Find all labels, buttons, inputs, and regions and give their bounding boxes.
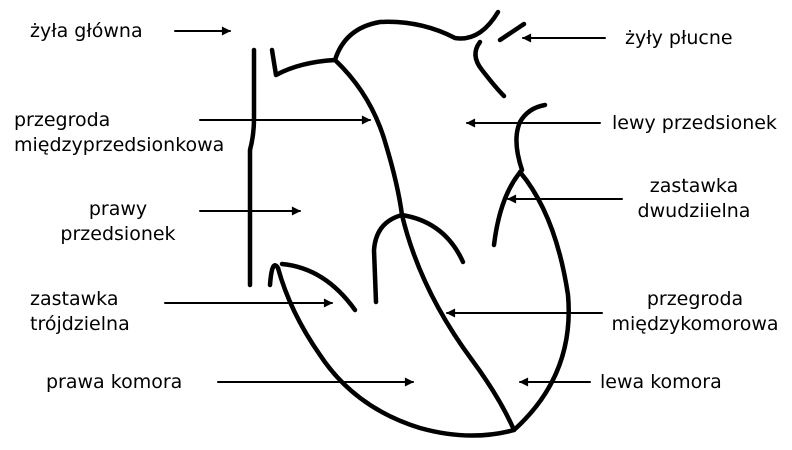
label-zyla-glowna: żyła główna	[30, 19, 143, 44]
label-zastawka-trojdzielna: zastawka trójdzielna	[30, 287, 130, 337]
label-przegroda-miedzykomorowa-line2: międzykomorowa	[603, 312, 787, 337]
label-przegroda-miedzyprzedsionkowa: przegroda międzyprzedsionkowa	[14, 108, 224, 158]
label-prawy-przedsionek-line1: prawy	[48, 197, 188, 222]
atrial-septum	[335, 60, 402, 215]
vena-cava-right-wall	[272, 50, 335, 75]
label-lewy-przedsionek: lewy przedsionek	[612, 111, 777, 136]
label-prawa-komora: prawa komora	[46, 370, 182, 395]
pulmonary-vein-lower	[475, 42, 504, 96]
label-zastawka-dwudzielna-line2: dwudziielna	[626, 199, 762, 224]
label-zastawka-trojdzielna-line2: trójdzielna	[30, 312, 130, 337]
label-przegroda-miedzykomorowa: przegroda międzykomorowa	[603, 287, 787, 337]
label-lewa-komora: lewa komora	[600, 370, 722, 395]
label-lewy-przedsionek-text: lewy przedsionek	[612, 112, 777, 134]
label-zyla-glowna-text: żyła główna	[30, 20, 143, 42]
ventricular-septum	[402, 215, 514, 430]
label-zastawka-dwudzielna-line1: zastawka	[626, 174, 762, 199]
label-prawy-przedsionek-line2: przedsionek	[48, 222, 188, 247]
pulmonary-vein-upper	[500, 24, 524, 40]
label-przegroda-miedzykomorowa-line1: przegroda	[603, 287, 787, 312]
label-prawy-przedsionek: prawy przedsionek	[48, 197, 188, 247]
label-zyly-plucne: żyły płucne	[625, 26, 733, 51]
label-zastawka-trojdzielna-line1: zastawka	[30, 287, 130, 312]
vena-cava-left-wall	[250, 50, 254, 285]
septum-branches	[374, 215, 463, 302]
label-przegroda-miedzyprzedsionkowa-line1: przegroda	[14, 108, 224, 133]
label-prawa-komora-text: prawa komora	[46, 371, 182, 393]
label-lewa-komora-text: lewa komora	[600, 371, 722, 393]
left-atrium-wall	[494, 105, 545, 245]
label-przegroda-miedzyprzedsionkowa-line2: międzyprzedsionkowa	[14, 133, 224, 158]
pointer-arrows	[165, 31, 622, 382]
label-zyly-plucne-text: żyły płucne	[625, 27, 733, 49]
heart-outline	[250, 12, 569, 436]
label-zastawka-dwudzielna: zastawka dwudziielna	[626, 174, 762, 224]
